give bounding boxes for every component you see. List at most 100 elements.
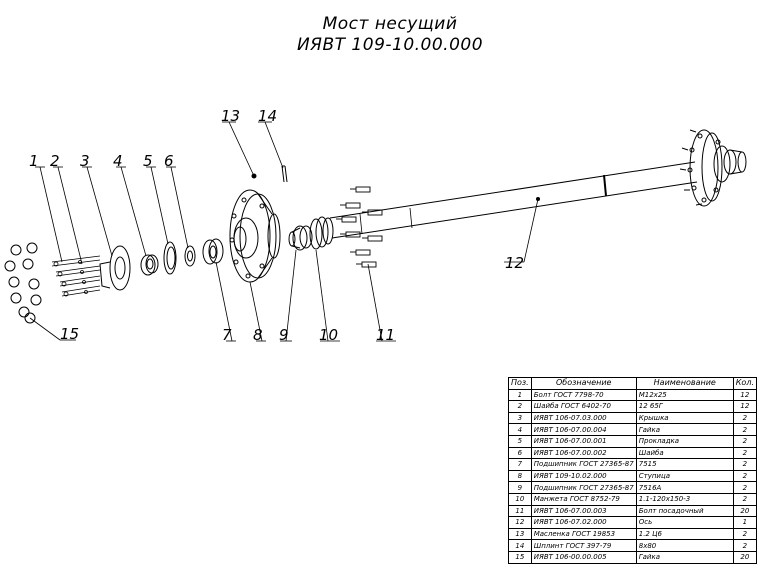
cell-name: M12x25 — [635, 388, 734, 402]
callout-4: 4 — [113, 152, 123, 170]
cell-designation: ИЯВТ 106-00.00.005 — [530, 550, 637, 564]
cell-position: 4 — [508, 423, 532, 436]
cell-position: 7 — [508, 458, 532, 471]
cell-name: 7515 — [635, 458, 734, 471]
cell-position: 9 — [508, 481, 532, 494]
cell-quantity: 2 — [732, 423, 758, 436]
right-hub-assembly — [679, 129, 747, 207]
cell-quantity: 2 — [732, 446, 758, 460]
cell-quantity: 20 — [732, 550, 758, 564]
callout-8: 8 — [253, 326, 263, 344]
callout-10: 10 — [319, 326, 338, 344]
callout-3: 3 — [80, 152, 90, 170]
cell-position: 8 — [508, 469, 532, 483]
seal-part-10 — [309, 216, 334, 250]
gasket-part-5 — [163, 241, 177, 275]
cell-designation: Манжета ГОСТ 8752-79 — [530, 492, 637, 506]
callout-9: 9 — [279, 326, 289, 344]
cotter-pin-part-14 — [281, 165, 288, 183]
cell-designation: Масленка ГОСТ 19853 — [530, 527, 637, 541]
cell-designation: Шплинт ГОСТ 397-79 — [530, 539, 637, 552]
cell-position: 2 — [508, 400, 532, 413]
callout-14: 14 — [258, 107, 277, 125]
callout-12: 12 — [505, 254, 524, 272]
callout-7: 7 — [222, 326, 232, 344]
cell-position: 1 — [508, 388, 532, 402]
callout-11: 11 — [376, 326, 395, 344]
cell-name: Болт посадочный — [635, 504, 734, 518]
header-designation: Обозначение — [530, 377, 637, 390]
cell-name: 12 65Г — [635, 400, 734, 413]
callout-15: 15 — [60, 325, 79, 343]
nut-part-4 — [140, 254, 159, 276]
cell-designation: ИЯВТ 106-07.03.000 — [530, 411, 637, 425]
cell-name: 7516А — [635, 481, 734, 494]
cell-position: 10 — [508, 492, 532, 506]
cell-designation: ИЯВТ 109-10.02.000 — [530, 469, 637, 483]
bearing-part-7 — [202, 238, 224, 265]
cell-designation: Шайба ГОСТ 6402-70 — [530, 400, 637, 413]
axle-part-12 — [329, 161, 698, 239]
cell-position: 13 — [508, 527, 532, 541]
cell-position: 5 — [508, 434, 532, 448]
drawing-number: ИЯВТ 109-10.00.000 — [296, 35, 484, 55]
cell-quantity: 2 — [732, 527, 758, 541]
cell-designation: ИЯВТ 106-07.02.000 — [530, 516, 637, 529]
header-name: Наименование — [635, 377, 734, 390]
cell-position: 12 — [508, 516, 532, 529]
nuts-part-15 — [4, 242, 42, 324]
cell-quantity: 2 — [732, 492, 758, 506]
cell-position: 14 — [508, 539, 532, 552]
cell-quantity: 2 — [732, 434, 758, 448]
cell-name: Ступица — [635, 469, 734, 483]
cell-name: 8х80 — [635, 539, 734, 552]
cell-designation: Подшипник ГОСТ 27365-87 — [530, 481, 637, 494]
cell-designation: Болт ГОСТ 7798-70 — [530, 388, 637, 402]
cell-quantity: 2 — [732, 481, 758, 494]
cell-position: 6 — [508, 446, 532, 460]
drawing-title: Мост несущий — [322, 14, 458, 34]
header-quantity: Кол. — [732, 377, 758, 390]
cell-position: 3 — [508, 411, 532, 425]
cell-quantity: 12 — [732, 400, 758, 413]
callout-1: 1 — [29, 152, 39, 170]
callout-6: 6 — [164, 152, 174, 170]
cell-position: 11 — [508, 504, 532, 518]
cell-quantity: 12 — [732, 388, 758, 402]
callout-2: 2 — [50, 152, 60, 170]
cell-designation: ИЯВТ 106-07.00.003 — [530, 504, 637, 518]
cell-name: 1.2 Ц6 — [635, 527, 734, 541]
bolts-washers-part-1-2 — [51, 255, 101, 297]
cell-name: Гайка — [635, 550, 734, 564]
cell-name: Шайба — [635, 446, 734, 460]
cell-designation: ИЯВТ 106-07.00.004 — [530, 423, 637, 436]
table-header-row: Поз. Обозначение Наименование Кол. — [508, 377, 758, 390]
callout-13: 13 — [221, 107, 240, 125]
cell-name: Прокладка — [635, 434, 734, 448]
cell-quantity: 1 — [732, 516, 758, 529]
cell-quantity: 2 — [732, 539, 758, 552]
cell-name: Гайка — [635, 423, 734, 436]
cell-quantity: 2 — [732, 411, 758, 425]
cell-designation: ИЯВТ 106-07.00.001 — [530, 434, 637, 448]
cell-position: 15 — [508, 550, 532, 564]
cell-name: 1.1-120х150-3 — [635, 492, 734, 506]
callout-5: 5 — [143, 152, 153, 170]
stud-bolts-part-11 — [336, 186, 383, 268]
